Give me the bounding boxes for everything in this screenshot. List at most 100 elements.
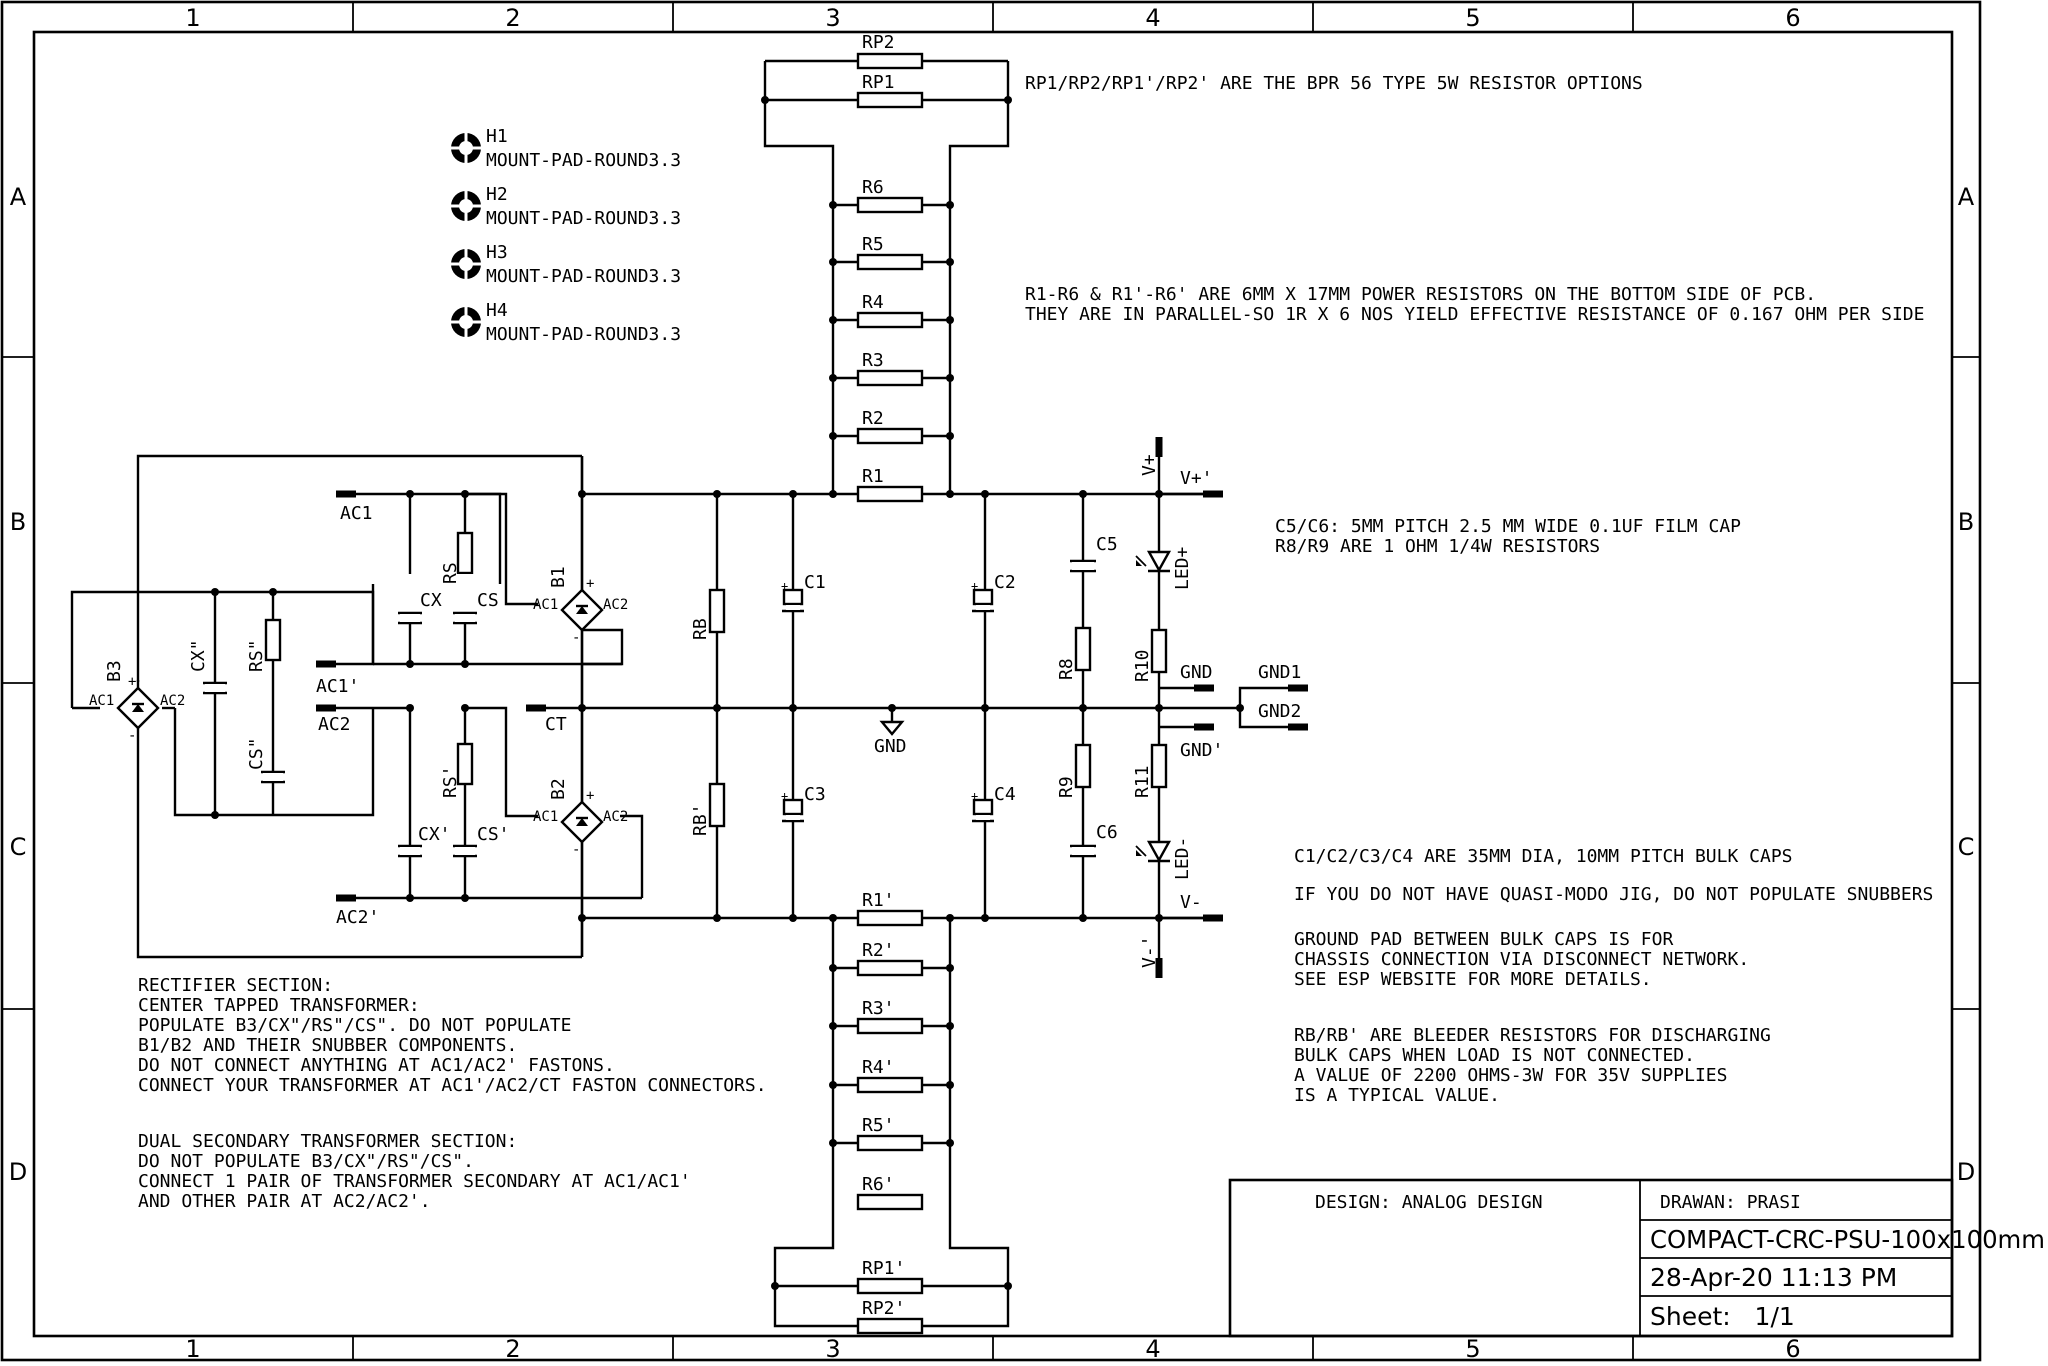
note-r-resistors-2: THEY ARE IN PARALLEL-SO 1R X 6 NOS YIELD… (1025, 304, 1924, 325)
label-ct-connector: CT (545, 714, 567, 735)
label-rb-prime: RB' (690, 803, 711, 836)
label-b3: B3 (104, 660, 125, 682)
label-rs-prime: RS' (440, 765, 461, 798)
label-ac1-prime-connector: AC1' (316, 676, 359, 697)
col-label-bottom-5: 5 (1465, 1335, 1480, 1363)
col-label-bottom-2: 2 (505, 1335, 520, 1363)
mount-pad-value-h4: MOUNT-PAD-ROUND3.3 (486, 324, 681, 345)
note-ground-pad-3: SEE ESP WEBSITE FOR MORE DETAILS. (1294, 969, 1652, 990)
resistors (264, 52, 1168, 1335)
label-c2: C2 (994, 572, 1016, 593)
resistor-r8 (1074, 626, 1092, 672)
row-label-left-C: C (10, 833, 27, 861)
note-rectifier-2: CENTER TAPPED TRANSFORMER: (138, 995, 420, 1016)
label-b3-minus: - (128, 728, 136, 744)
label-r8: R8 (1056, 658, 1077, 680)
label-b1: B1 (548, 566, 569, 588)
resistor-r5 (856, 253, 924, 271)
sheet-frame (0, 0, 1982, 1362)
col-label-bottom-4: 4 (1145, 1335, 1160, 1363)
led-minus (1135, 840, 1172, 863)
label-rp2: RP2 (862, 32, 895, 53)
label-cs: CS (477, 590, 499, 611)
label-r1-prime: R1' (862, 890, 895, 911)
label-ac2-prime-connector: AC2' (336, 907, 379, 928)
label-cs-prime: CS' (477, 824, 510, 845)
label-r4: R4 (862, 292, 884, 313)
label-rs-double: RS" (246, 639, 267, 672)
col-label-top-2: 2 (505, 4, 520, 32)
mount-pad-ref-h4: H4 (486, 300, 508, 321)
label-v-plus-prime: V+' (1180, 468, 1213, 489)
label-r1: R1 (862, 466, 884, 487)
bridge-b2 (560, 800, 604, 844)
capacitor-c4 (972, 798, 994, 816)
label-rs: RS (440, 562, 461, 584)
resistor-r4-prime (856, 1076, 924, 1094)
label-gnd-prime-net: GND' (1180, 740, 1223, 761)
label-c4: C4 (994, 784, 1016, 805)
resistor-rb-prime (708, 782, 726, 828)
frame-row-labels: A B C D A B C D (9, 183, 1975, 1186)
col-label-top-3: 3 (825, 4, 840, 32)
row-label-right-C: C (1958, 833, 1975, 861)
junction-dots (211, 96, 1244, 1290)
note-dual-1: DUAL SECONDARY TRANSFORMER SECTION: (138, 1131, 517, 1152)
note-ground-pad-2: CHASSIS CONNECTION VIA DISCONNECT NETWOR… (1294, 949, 1749, 970)
label-b2-ac2: AC2 (603, 809, 628, 825)
label-gnd1: GND1 (1258, 662, 1301, 683)
bridge-b3 (116, 686, 160, 730)
title-block: DESIGN: ANALOG DESIGN DRAWAN: PRASI COMP… (1228, 1178, 2045, 1338)
resistor-r3-prime (856, 1017, 924, 1035)
label-r6-prime: R6' (862, 1174, 895, 1195)
title-block-drawn: DRAWAN: PRASI (1660, 1192, 1801, 1213)
label-r9: R9 (1056, 776, 1077, 798)
label-ac2-connector: AC2 (318, 714, 351, 735)
row-label-right-B: B (1958, 508, 1974, 536)
label-r3-prime: R3' (862, 998, 895, 1019)
note-rectifier-3: POPULATE B3/CX"/RS"/CS". DO NOT POPULATE (138, 1015, 571, 1036)
resistor-r9 (1074, 743, 1092, 789)
label-r5: R5 (862, 234, 884, 255)
resistor-rp1-prime (856, 1277, 924, 1295)
note-rectifier-6: CONNECT YOUR TRANSFORMER AT AC1'/AC2/CT … (138, 1075, 767, 1096)
label-rp1-prime: RP1' (862, 1258, 905, 1279)
mount-pad-icon (449, 131, 483, 339)
label-b1-minus: - (572, 630, 580, 646)
title-block-design: DESIGN: ANALOG DESIGN (1315, 1192, 1543, 1213)
note-rectifier-4: B1/B2 AND THEIR SNUBBER COMPONENTS. (138, 1035, 517, 1056)
note-bleeder-3: A VALUE OF 2200 OHMS-3W FOR 35V SUPPLIES (1294, 1065, 1727, 1086)
label-r10: R10 (1132, 649, 1153, 682)
label-ac1-connector: AC1 (340, 503, 373, 524)
col-label-top-4: 4 (1145, 4, 1160, 32)
bulk-capacitors (782, 588, 994, 823)
label-c2-plus: + (971, 579, 978, 593)
label-r4-prime: R4' (862, 1057, 895, 1078)
capacitor-c3 (782, 798, 804, 816)
label-b1-ac2: AC2 (603, 597, 628, 613)
resistor-r3 (856, 369, 924, 387)
mount-pads: H1 MOUNT-PAD-ROUND3.3 H2 MOUNT-PAD-ROUND… (449, 126, 681, 345)
resistor-rp2-prime (856, 1317, 924, 1335)
label-v-minus-prime: V-' (1139, 935, 1160, 968)
label-gnd-net: GND (1180, 662, 1213, 683)
bridge-b1 (560, 588, 604, 632)
label-led-minus: LED- (1172, 837, 1193, 880)
col-label-bottom-3: 3 (825, 1335, 840, 1363)
label-b2-minus: - (572, 842, 580, 858)
label-c1-plus: + (781, 579, 788, 593)
note-r8-r9: R8/R9 ARE 1 OHM 1/4W RESISTORS (1275, 536, 1600, 557)
resistor-r1-prime (856, 909, 924, 927)
row-label-left-A: A (10, 183, 27, 211)
label-c6: C6 (1096, 822, 1118, 843)
mount-pad-ref-h1: H1 (486, 126, 508, 147)
title-block-sheet: Sheet: 1/1 (1650, 1302, 1795, 1331)
mount-pad-value-h1: MOUNT-PAD-ROUND3.3 (486, 150, 681, 171)
note-bleeder-1: RB/RB' ARE BLEEDER RESISTORS FOR DISCHAR… (1294, 1025, 1771, 1046)
label-c4-plus: + (971, 789, 978, 803)
label-c3-plus: + (781, 789, 788, 803)
label-led-plus: LED+ (1172, 546, 1193, 590)
design-notes: RP1/RP2/RP1'/RP2' ARE THE BPR 56 TYPE 5W… (138, 73, 1933, 1212)
label-c1: C1 (804, 572, 826, 593)
label-r3: R3 (862, 350, 884, 371)
